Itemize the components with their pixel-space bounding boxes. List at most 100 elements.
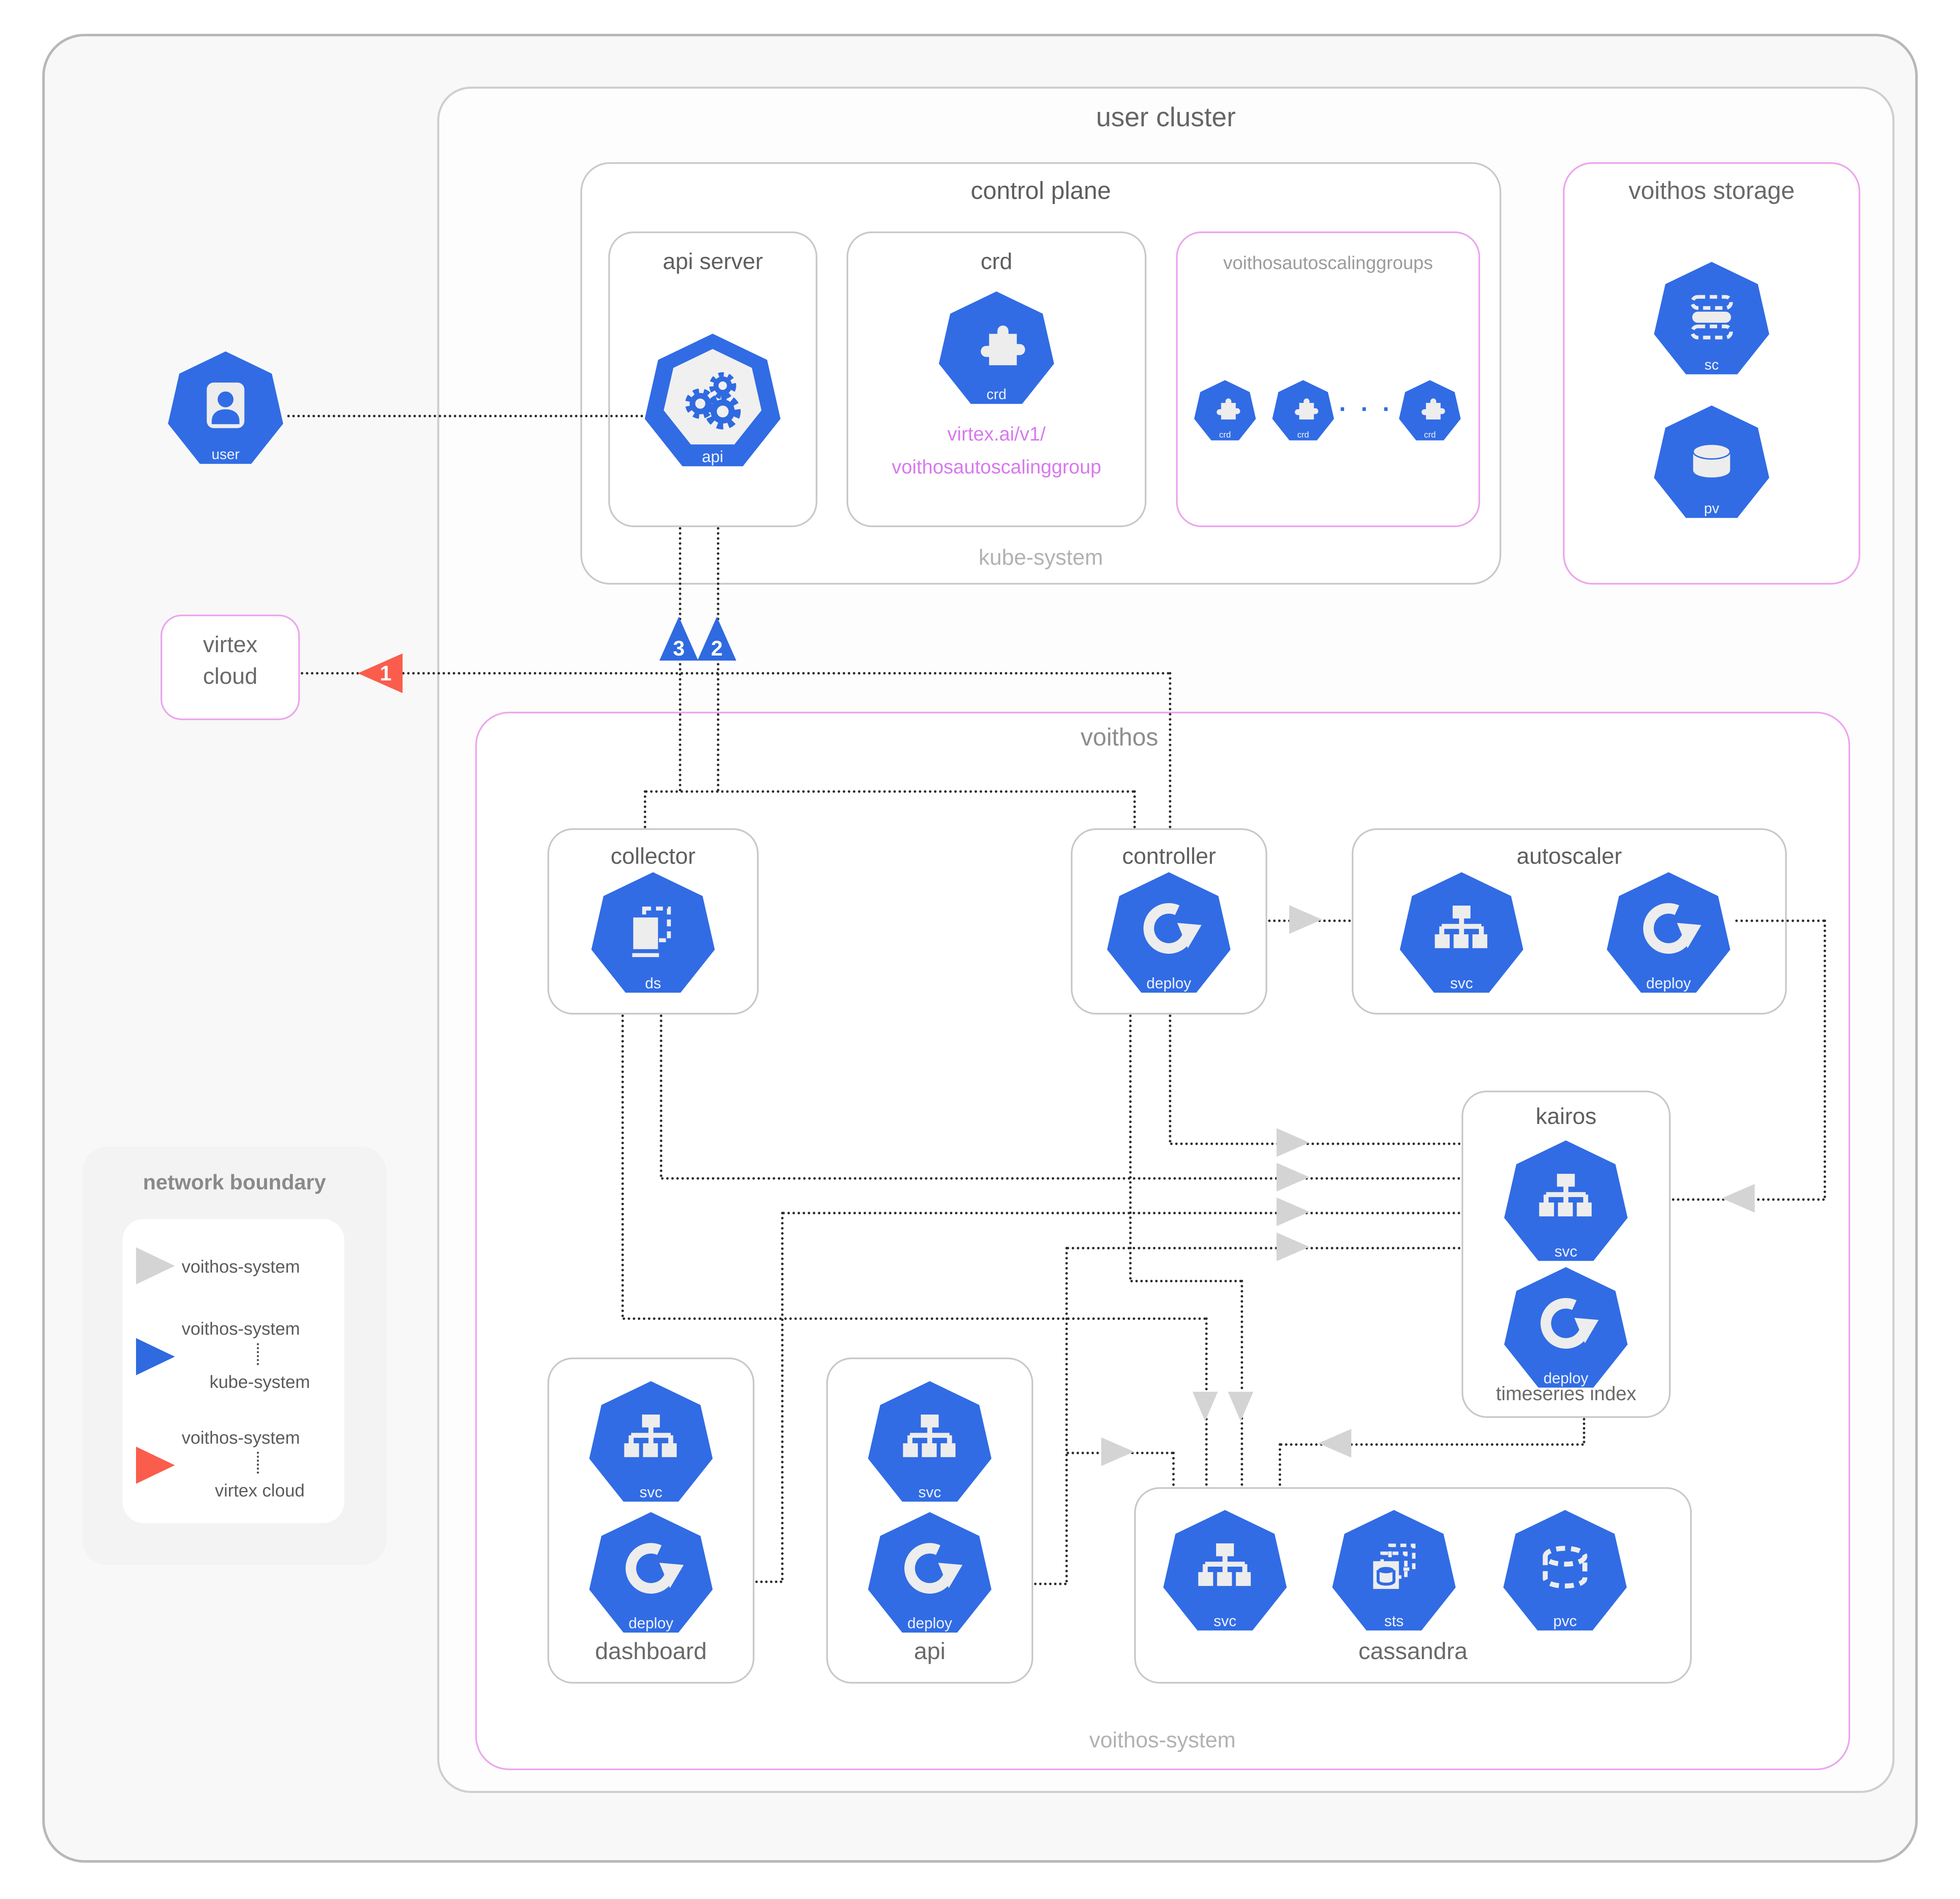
api-server-label: api server bbox=[662, 249, 763, 274]
crd-small-hexagon-3: crd bbox=[1399, 380, 1461, 441]
edge-user-to-apiserver bbox=[287, 415, 643, 417]
crd-label: crd bbox=[980, 249, 1013, 274]
virtex-cloud-label-line2: cloud bbox=[203, 664, 258, 689]
collector-label: collector bbox=[610, 843, 696, 869]
user-icon bbox=[207, 382, 245, 428]
api-hexagon: api bbox=[645, 334, 781, 466]
edge-autoscaler-right-v bbox=[1824, 920, 1826, 1198]
legend-item-red-from: voithos-system bbox=[182, 1428, 300, 1447]
puzzle-icon bbox=[1421, 398, 1445, 420]
pvc-icon bbox=[1543, 1545, 1587, 1589]
statefulset-icon bbox=[1373, 1543, 1416, 1589]
api-svc-hexagon: svc bbox=[868, 1381, 992, 1502]
edge-virtex-to-controller-v bbox=[1169, 672, 1171, 828]
virtex-cloud-label-line1: virtex bbox=[203, 632, 258, 657]
persistent-volume-icon bbox=[1692, 443, 1731, 478]
api-label: api bbox=[914, 1638, 946, 1664]
legend-item-blue-from: voithos-system bbox=[182, 1319, 300, 1339]
edge-bus-to-controller-v bbox=[1133, 790, 1136, 828]
edge-controller-to-kairos bbox=[1170, 1143, 1461, 1145]
voithosautoscalinggroups-label: voithosautoscalinggroups bbox=[1223, 253, 1433, 273]
kairos-label: kairos bbox=[1535, 1104, 1597, 1129]
puzzle-icon bbox=[1295, 398, 1318, 420]
service-tree-icon bbox=[1539, 1174, 1592, 1216]
crd-resource-line2: voithosautoscalinggroup bbox=[891, 456, 1102, 478]
cassandra-pvc-hexagon: pvc bbox=[1503, 1510, 1627, 1631]
edge-collector-out-right-v bbox=[660, 1015, 662, 1177]
dashboard-svc-hexagon: svc bbox=[589, 1381, 713, 1502]
arrow-collector-into-cassandra bbox=[1192, 1392, 1218, 1421]
controller-label: controller bbox=[1122, 843, 1216, 869]
arrow-into-kairos-2 bbox=[1277, 1163, 1309, 1192]
edge-api-to-kairos bbox=[1067, 1247, 1461, 1249]
legend-blue-arrow bbox=[136, 1338, 175, 1375]
edge-kairos-bottom-v bbox=[1583, 1418, 1585, 1443]
deploy-icon bbox=[1643, 903, 1701, 954]
arrow-kairos-to-cassandra bbox=[1318, 1429, 1351, 1458]
edge-controller-out-right-v bbox=[1169, 1015, 1171, 1143]
service-tree-icon bbox=[1435, 906, 1487, 948]
kairos-deploy-hexagon: deploy bbox=[1504, 1267, 1628, 1388]
legend-red-arrow bbox=[136, 1447, 175, 1484]
edge-dashboard-out bbox=[755, 1581, 782, 1583]
edge-bus-to-collector-v bbox=[644, 790, 646, 828]
legend-item-blue-to: kube-system bbox=[209, 1372, 310, 1392]
edge-kairos-down-cassandra-v bbox=[1279, 1443, 1281, 1486]
arrow-into-kairos-1 bbox=[1277, 1128, 1309, 1157]
deploy-icon bbox=[904, 1543, 963, 1594]
crd-small-hexagon-2: crd bbox=[1272, 380, 1334, 441]
deploy-icon bbox=[1143, 903, 1202, 954]
kube-system-label: kube-system bbox=[978, 545, 1103, 570]
voithos-system-label: voithos-system bbox=[1089, 1728, 1236, 1752]
edge-collector-to-cassandra-h bbox=[623, 1317, 1206, 1320]
legend-blue-dots bbox=[257, 1343, 259, 1365]
voithos-label: voithos bbox=[1081, 724, 1158, 751]
service-tree-icon bbox=[1198, 1543, 1251, 1586]
arrow-api-to-cassandra bbox=[1101, 1437, 1134, 1466]
edge-to-virtex-cloud bbox=[301, 672, 1170, 675]
autoscaler-deploy-hexagon: deploy bbox=[1606, 872, 1731, 993]
storage-class-icon bbox=[1690, 295, 1733, 340]
autoscaler-label: autoscaler bbox=[1516, 843, 1622, 869]
voithosautoscalinggroups-box bbox=[1176, 231, 1480, 527]
api-deploy-hexagon: deploy bbox=[868, 1512, 992, 1633]
pv-hexagon: pv bbox=[1654, 405, 1769, 518]
puzzle-icon bbox=[1217, 398, 1240, 420]
arrow-into-kairos-3 bbox=[1277, 1197, 1309, 1226]
service-tree-icon bbox=[903, 1415, 956, 1457]
edge-dashboard-to-kairos bbox=[782, 1212, 1461, 1214]
edge-controller-to-cassandra-h bbox=[1130, 1280, 1242, 1282]
cassandra-label: cassandra bbox=[1358, 1638, 1468, 1664]
edge-collector-out-left-v bbox=[621, 1015, 624, 1317]
legend-item-red-to: virtex cloud bbox=[215, 1480, 305, 1500]
arrow-controller-into-cassandra bbox=[1228, 1392, 1253, 1421]
legend-title: network boundary bbox=[143, 1170, 326, 1194]
autoscaler-svc-hexagon: svc bbox=[1399, 872, 1524, 993]
crd-resource-line1: virtex.ai/v1/ bbox=[947, 423, 1046, 445]
edge-api-out bbox=[1034, 1583, 1067, 1585]
gears-icon bbox=[685, 372, 741, 430]
edge-dashboard-up-v bbox=[781, 1212, 784, 1581]
crd-small-hexagon-1: crd bbox=[1194, 380, 1256, 441]
voithos-storage-label: voithos storage bbox=[1628, 177, 1795, 204]
legend-red-dots bbox=[257, 1452, 259, 1474]
controller-deploy-hexagon: deploy bbox=[1107, 872, 1231, 993]
dashboard-label: dashboard bbox=[595, 1638, 707, 1664]
user-hexagon: user bbox=[168, 351, 283, 464]
edge-controller-down-cassandra-v bbox=[1241, 1280, 1243, 1486]
crd-ellipsis: · · · bbox=[1339, 395, 1394, 423]
control-plane-label: control plane bbox=[970, 177, 1111, 204]
cassandra-sts-hexagon: sts bbox=[1332, 1510, 1456, 1631]
edge-api-up-v bbox=[1065, 1247, 1068, 1583]
service-tree-icon bbox=[624, 1415, 677, 1457]
edge-apiserver-bus bbox=[645, 790, 1135, 793]
arrow-into-kairos-4 bbox=[1277, 1232, 1309, 1261]
arrow-into-kairos-right bbox=[1722, 1184, 1755, 1213]
deploy-icon bbox=[1541, 1298, 1599, 1349]
legend-gray-arrow bbox=[136, 1247, 175, 1284]
cassandra-svc-hexagon: svc bbox=[1163, 1510, 1287, 1631]
dashboard-deploy-hexagon: deploy bbox=[589, 1512, 713, 1633]
puzzle-icon bbox=[980, 325, 1025, 365]
edge-autoscaler-out-right bbox=[1735, 920, 1825, 922]
